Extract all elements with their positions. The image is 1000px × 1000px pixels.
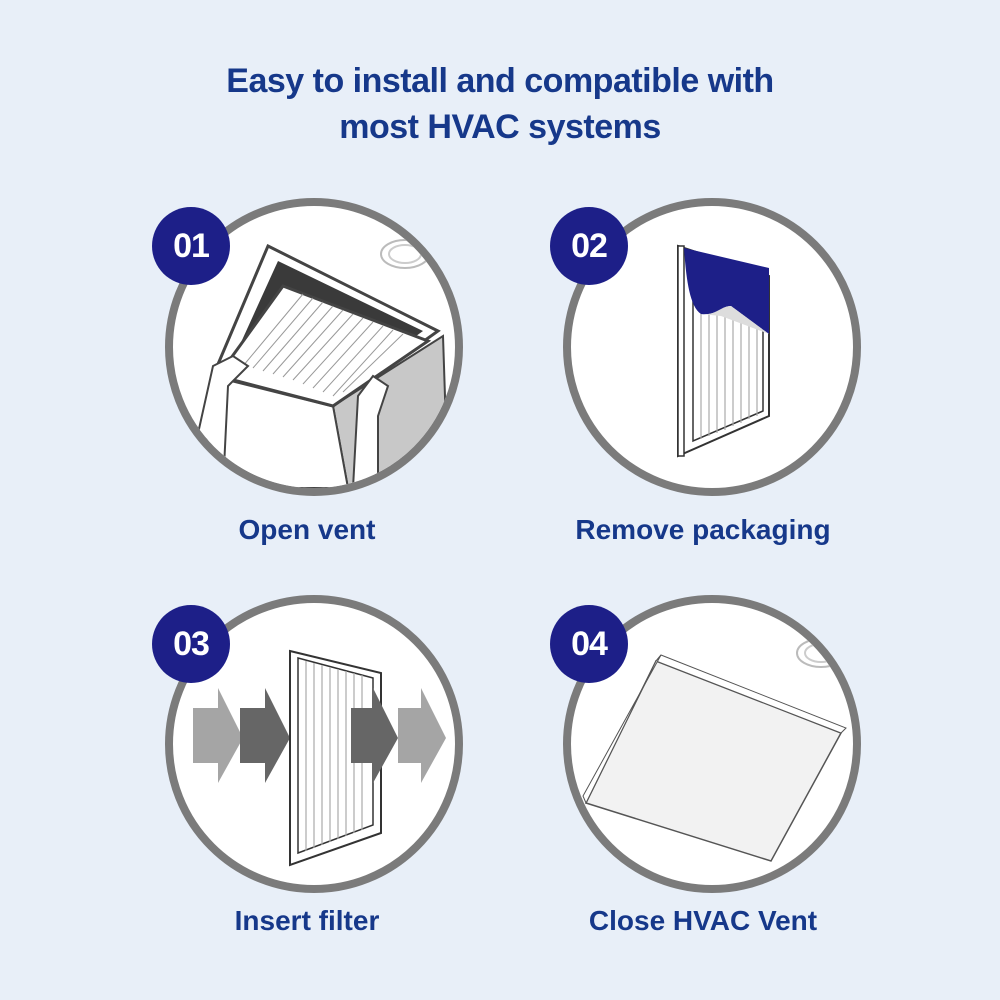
step-1-label: Open vent (238, 514, 376, 545)
step-1-badge: 01 (152, 207, 230, 285)
step-4-badge: 04 (550, 605, 628, 683)
title-line-1: Easy to install and compatible with (226, 62, 774, 100)
step-3-label: Insert filter (234, 905, 380, 936)
close-vent-illustration (582, 638, 847, 862)
open-vent-illustration (188, 239, 450, 488)
step-1-circle (165, 198, 463, 496)
step-3-circle (165, 595, 463, 893)
step-2-badge: 02 (550, 207, 628, 285)
page-title: Easy to install and compatible with most… (0, 58, 1000, 150)
step-4-circle (563, 595, 861, 893)
insert-filter-illustration (193, 649, 446, 867)
step-4-label: Close HVAC Vent (588, 905, 818, 936)
remove-packaging-illustration (677, 244, 770, 458)
title-line-2: most HVAC systems (339, 108, 661, 146)
step-3-badge: 03 (152, 605, 230, 683)
step-2-label: Remove packaging (575, 514, 831, 545)
